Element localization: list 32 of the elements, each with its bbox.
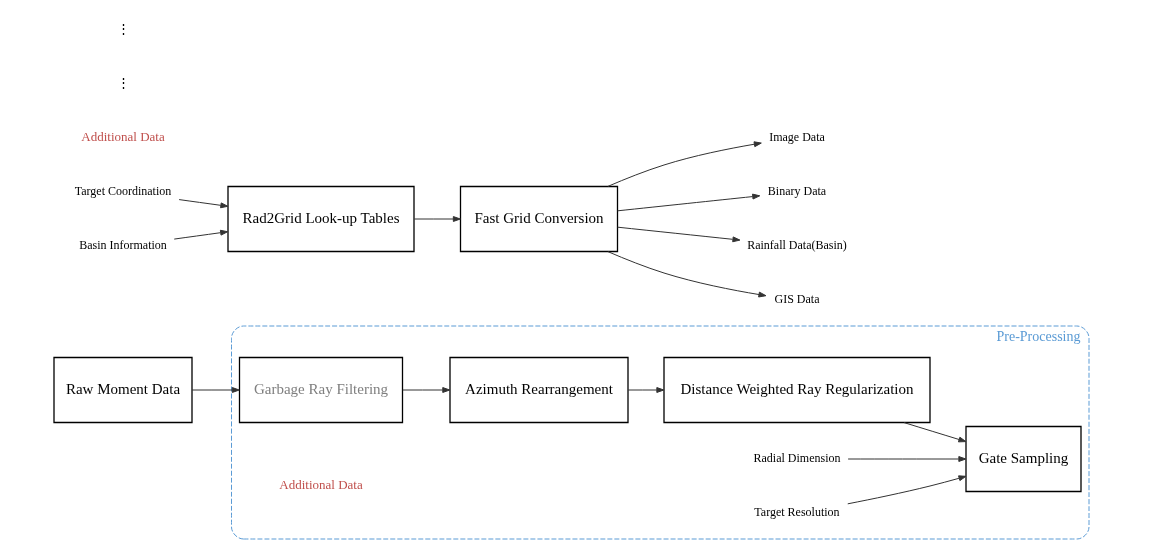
arrow (173, 229, 228, 240)
arrow (903, 422, 966, 443)
node-box: Distance Weighted Ray Regularization (662, 356, 931, 424)
node-text: Radial Dimension (753, 451, 840, 466)
arrow (606, 141, 762, 187)
node-box: Azimuth Rearrangement (448, 356, 629, 424)
arrow (627, 387, 664, 393)
arrow (178, 199, 228, 209)
node-text: Target Resolution (753, 505, 840, 520)
label: Additional Data (80, 129, 165, 145)
node-text: Rainfall Data(Basin) (746, 238, 847, 253)
label: ⋮ (116, 75, 129, 91)
node-text: Binary Data (767, 184, 826, 199)
node-box: Gate Sampling (964, 425, 1082, 493)
node-text: Image Data (768, 130, 825, 145)
node-text: Target Coordination (74, 184, 171, 199)
node-text: Basin Information (78, 238, 167, 253)
arrow (616, 193, 760, 212)
arrow (413, 216, 461, 222)
arrow (401, 387, 450, 393)
node-box: Raw Moment Data (52, 356, 193, 424)
arrow (846, 475, 966, 505)
node-text: GIS Data (774, 292, 819, 307)
arrow (847, 456, 966, 462)
node-box: Garbage Ray Filtering (238, 356, 403, 424)
arrow (616, 226, 740, 243)
arrow (606, 251, 766, 298)
node-box: Rad2Grid Look-up Tables (226, 185, 415, 253)
node-box: Fast Grid Conversion (459, 185, 618, 253)
label: Additional Data (278, 477, 363, 493)
arrow (191, 387, 240, 393)
label: ⋮ (116, 21, 129, 37)
